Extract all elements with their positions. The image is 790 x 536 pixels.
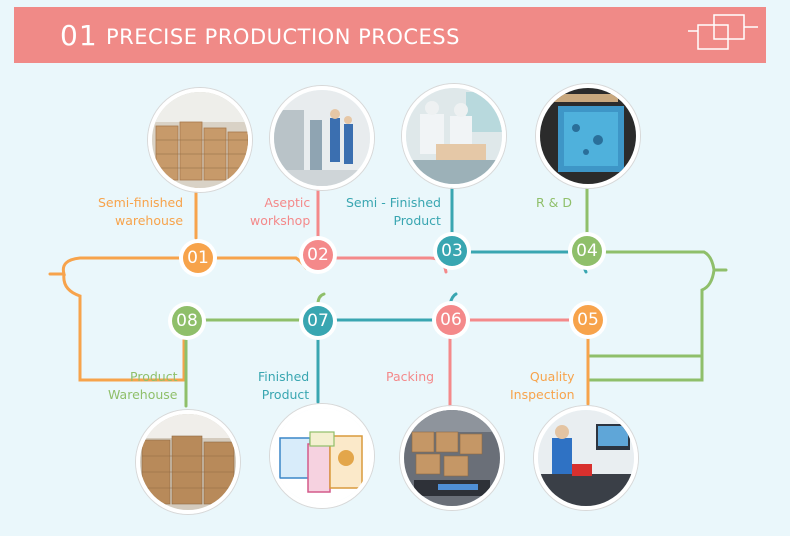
step-number-badge-07: 07 [303, 306, 333, 336]
product-warehouse-photo [136, 410, 240, 514]
product-packages-photo [270, 404, 374, 508]
quality-lab-photo [534, 406, 638, 510]
warehouse-boxes-photo [148, 88, 252, 192]
header-title: PRECISE PRODUCTION PROCESS [106, 25, 460, 49]
header-number: 01 [60, 19, 98, 52]
header-banner: 01 PRECISE PRODUCTION PROCESS [14, 7, 766, 63]
step-number-badge-06: 06 [436, 305, 466, 335]
step-number-badge-08: 08 [172, 306, 202, 336]
step-number-badge-02: 02 [303, 240, 333, 270]
step-number-badge-04: 04 [572, 236, 602, 266]
workers-packing-photo [402, 84, 506, 188]
step-label-semi-finished-product: Semi - Finished Product [346, 195, 441, 228]
step-number-badge-01: 01 [183, 243, 213, 273]
step-label-finished-product: Finished Product [258, 369, 310, 402]
step-label-semi-finished-warehouse: Semi-finished warehouse [98, 195, 184, 228]
step-number-badge-03: 03 [437, 236, 467, 266]
lab-research-photo [536, 84, 640, 188]
step-label-r-and-d: R & D [536, 195, 573, 210]
packing-room-photo [400, 406, 504, 510]
step-label-product-warehouse: Product Warehouse [108, 369, 178, 402]
step-label-quality-inspection: Quality Inspection [510, 369, 575, 402]
step-label-aseptic-workshop: Aseptic workshop [250, 195, 311, 228]
step-label-packing: Packing [386, 369, 435, 384]
square-deco-icon [688, 14, 758, 50]
step-number-badge-05: 05 [573, 305, 603, 335]
aseptic-workshop-photo [270, 86, 374, 190]
